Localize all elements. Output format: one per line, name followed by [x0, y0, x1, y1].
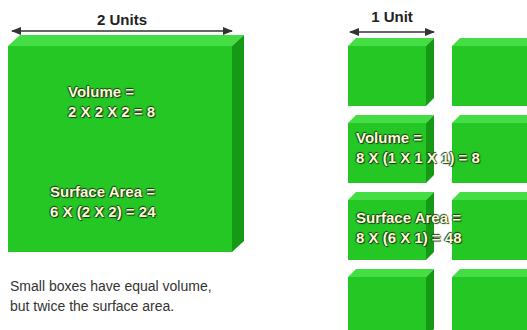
caption-note: Small boxes have equal volume, but twice…	[10, 276, 212, 316]
cube-formula: Surface Area = 8 X (6 X 1) = 48	[356, 208, 461, 248]
cube-formula: Volume = 2 X 2 X 2 = 8	[68, 82, 155, 122]
cube-formula: Volume = 8 X (1 X 1 X 1) = 8	[356, 128, 480, 168]
dimension-label: 2 Units	[97, 11, 147, 28]
large-cube	[8, 35, 244, 252]
cube-formula: Surface Area = 6 X (2 X 2) = 24	[50, 182, 155, 222]
small-cubes	[348, 38, 527, 330]
dimension-label: 1 Unit	[371, 8, 413, 25]
dimension-line	[12, 30, 232, 32]
dimension-line	[350, 31, 434, 33]
cube-face: Volume = 2 X 2 X 2 = 8 Surface Area = 6 X…	[8, 46, 232, 252]
